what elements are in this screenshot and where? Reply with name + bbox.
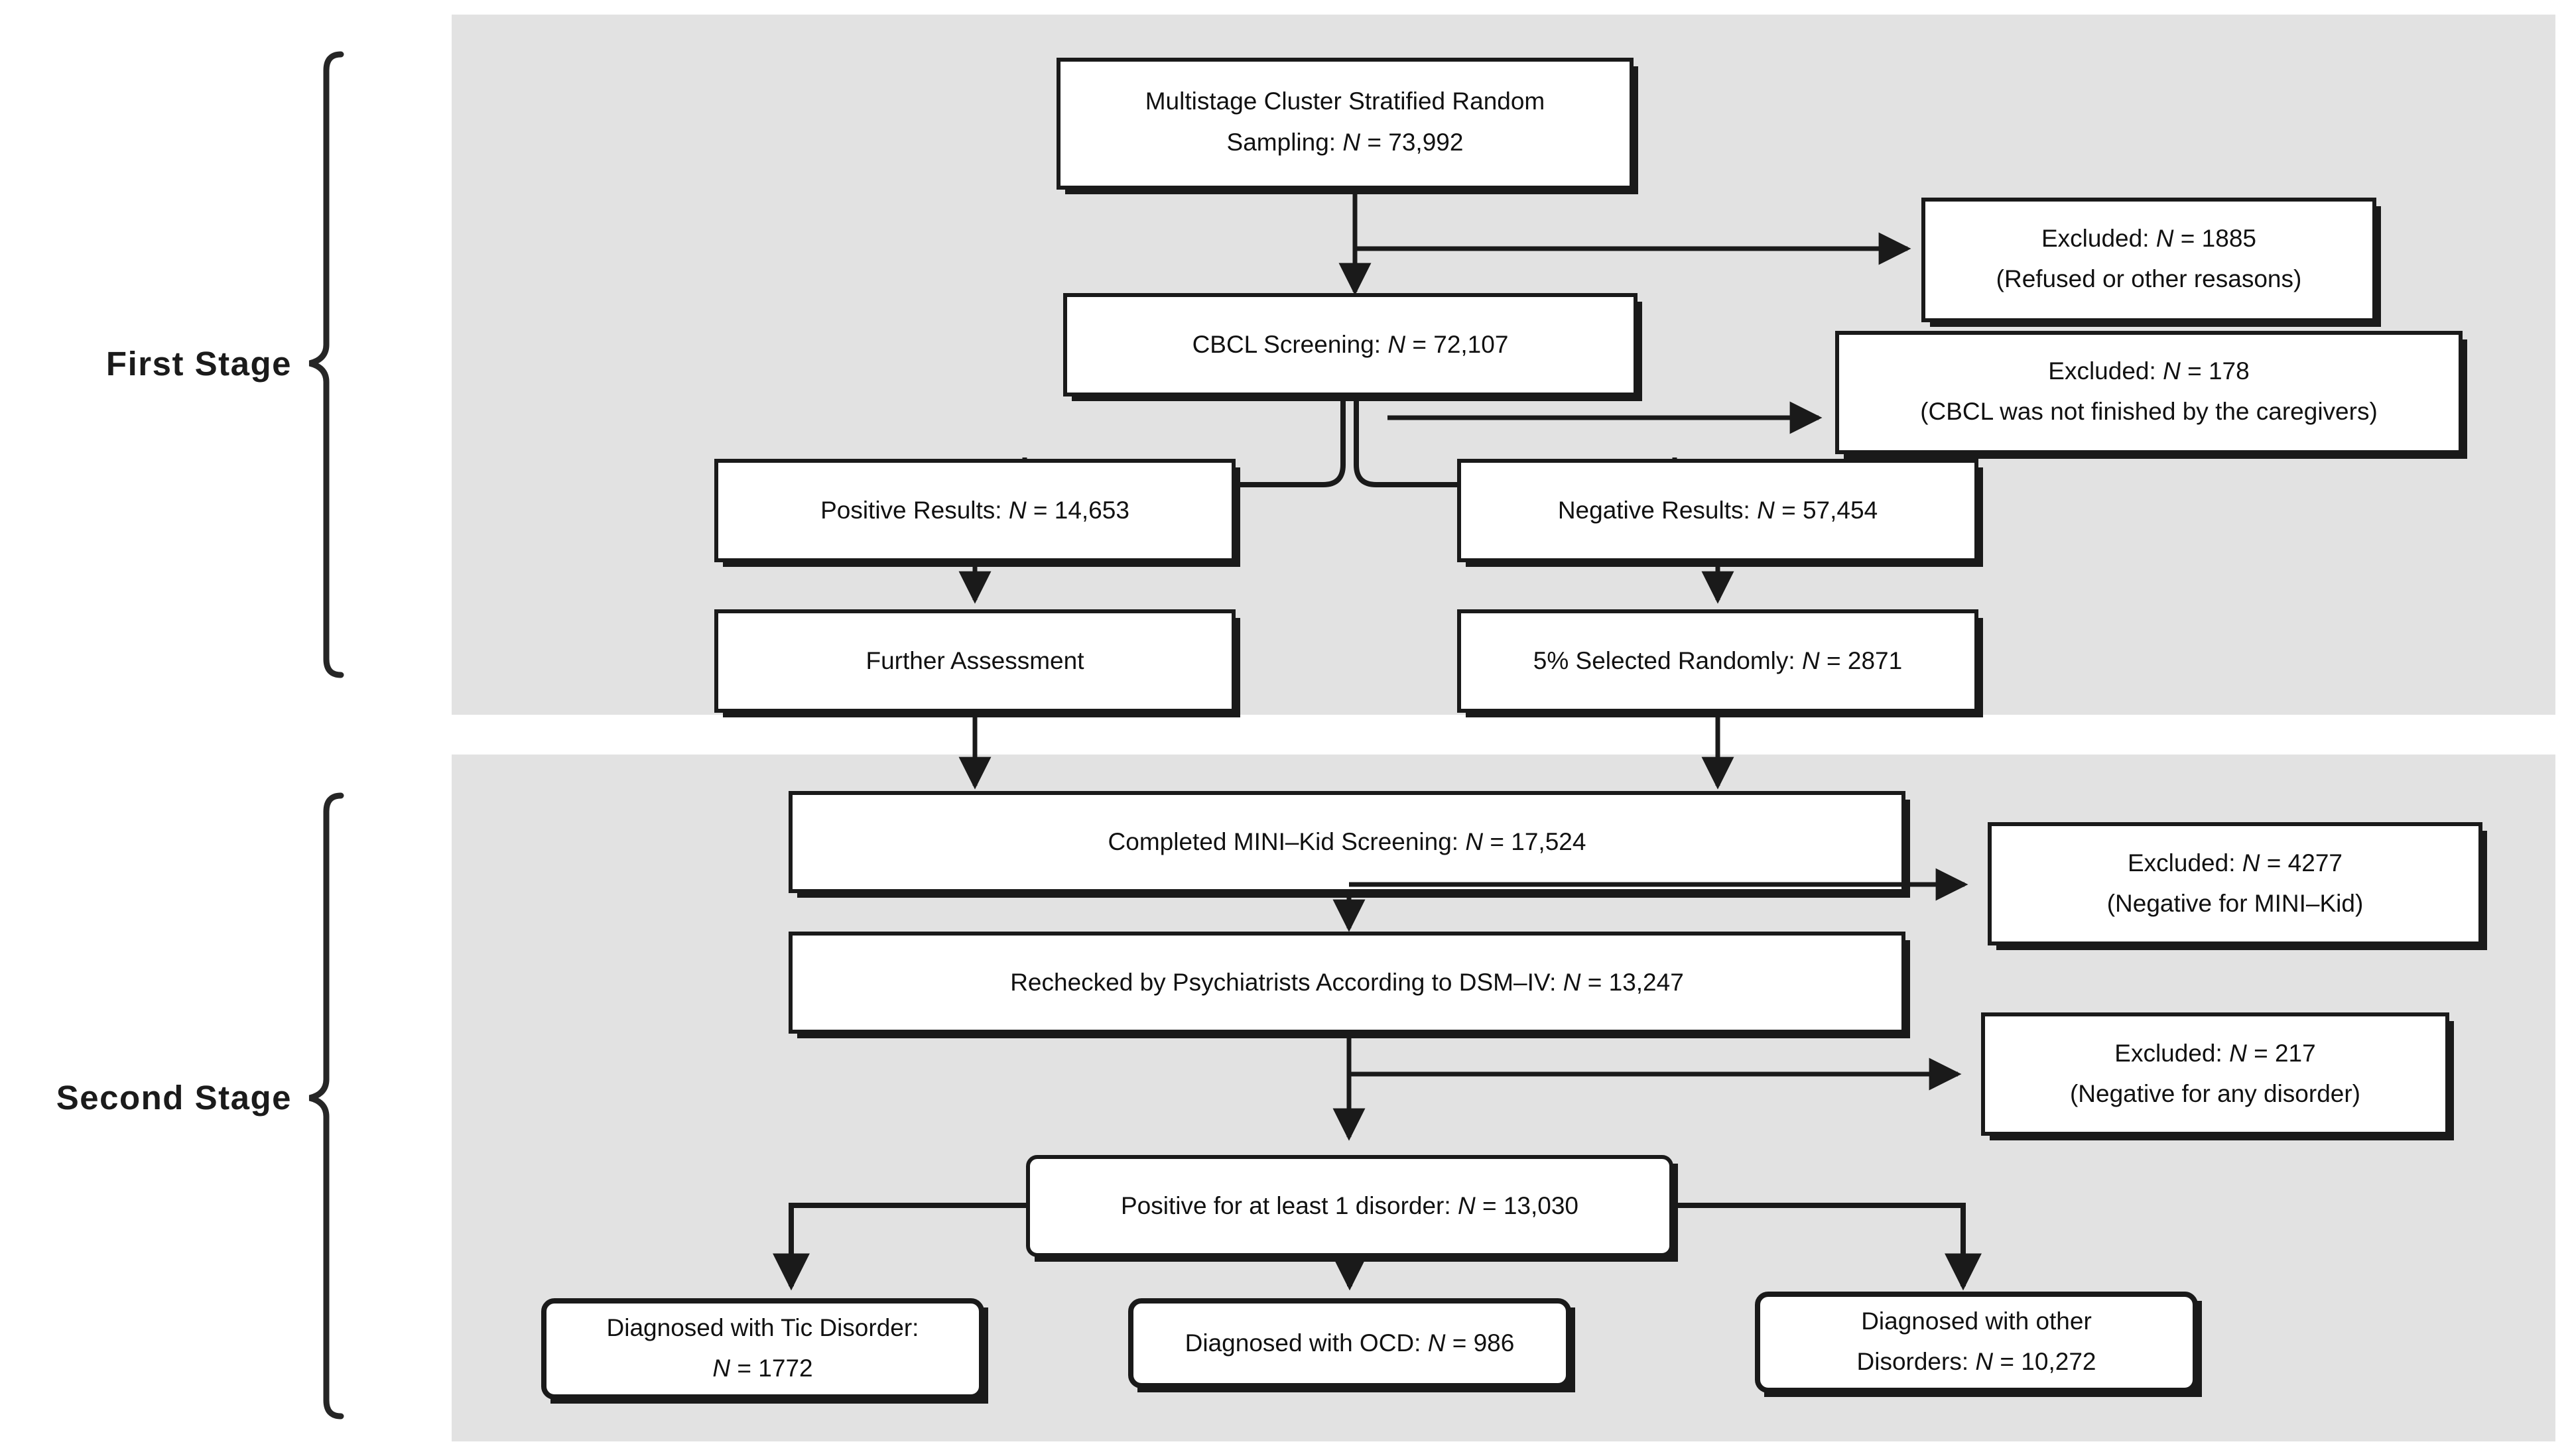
svg-text:Diagnosed with OCD: N = 986: Diagnosed with OCD: N = 986 [1185, 1329, 1515, 1357]
svg-text:Excluded: N = 217: Excluded: N = 217 [2114, 1040, 2315, 1067]
node-ocd-pre: Diagnosed with OCD: [1185, 1329, 1428, 1357]
node-pos1-pre: Positive for at least 1 disorder: [1121, 1192, 1458, 1219]
node-excl-minikid-pre: Excluded: [2128, 849, 2242, 877]
node-negative-pre: Negative Results: [1558, 497, 1757, 524]
svg-text:Excluded: N = 1885: Excluded: N = 1885 [2041, 225, 2256, 252]
node-five-percent-random: 5% Selected Randomly: N = 2871 [1457, 609, 1983, 717]
node-ocd-n: N [1428, 1329, 1446, 1357]
node-positive-post: = 14,653 [1027, 497, 1129, 524]
node-excl-minikid-post: = 4277 [2260, 849, 2343, 877]
node-rechecked-pre: Rechecked by Psychiatrists According to … [1010, 969, 1563, 996]
first-stage-brace [308, 51, 344, 678]
node-sampling-line2-post: = 73,992 [1360, 129, 1463, 156]
node-excl-any-n: N [2229, 1040, 2247, 1067]
node-excluded-cbcl-post: = 178 [2181, 357, 2250, 385]
svg-text:Excluded: N = 178: Excluded: N = 178 [2048, 357, 2249, 385]
node-minikid-screening: Completed MINI–Kid Screening: N = 17,524 [789, 791, 1910, 898]
node-sampling-line2-pre: Sampling: [1227, 129, 1343, 156]
node-cbcl-n: N [1387, 331, 1405, 358]
svg-text:Excluded: N = 4277: Excluded: N = 4277 [2128, 849, 2343, 877]
node-further-line1: Further Assessment [866, 647, 1084, 674]
node-excl-any-line2: (Negative for any disorder) [2070, 1080, 2360, 1107]
node-excluded-refused-line2: (Refused or other resasons) [1996, 265, 2302, 292]
node-other-line1: Diagnosed with other [1861, 1307, 2092, 1335]
edge-pos1-to-other [1671, 1203, 1982, 1291]
node-cbcl-pre: CBCL Screening: [1192, 331, 1388, 358]
node-tic-line1: Diagnosed with Tic Disorder: [607, 1314, 919, 1341]
node-sampling-line1: Multistage Cluster Stratified Random [1145, 88, 1545, 115]
node-cbcl-post: = 72,107 [1405, 331, 1508, 358]
node-excl-minikid-n: N [2242, 849, 2260, 877]
node-diagnosed-other: Diagnosed with other Disorders: N = 10,2… [1755, 1292, 2202, 1397]
node-further-assessment: Further Assessment [714, 609, 1240, 717]
node-excluded-negative-minikid: Excluded: N = 4277 (Negative for MINI–Ki… [1988, 822, 2487, 950]
svg-text:N = 1772: N = 1772 [712, 1355, 812, 1382]
svg-text:Positive Results: N = 14,653: Positive Results: N = 14,653 [820, 497, 1129, 524]
node-excl-minikid-line2: (Negative for MINI–Kid) [2107, 890, 2364, 917]
node-fivepct-n: N [1802, 647, 1820, 674]
node-excl-any-pre: Excluded: [2114, 1040, 2229, 1067]
node-ocd-post: = 986 [1445, 1329, 1514, 1357]
node-excluded-refused-n: N [2156, 225, 2174, 252]
node-negative-post: = 57,454 [1775, 497, 1878, 524]
node-fivepct-post: = 2871 [1820, 647, 1902, 674]
node-sampling: Multistage Cluster Stratified Random Sam… [1057, 58, 1638, 194]
svg-text:Negative Results: N = 57,454: Negative Results: N = 57,454 [1558, 497, 1878, 524]
edge-pos1-to-tic [773, 1203, 1028, 1291]
node-excluded-refused-post: = 1885 [2174, 225, 2256, 252]
node-cbcl-screening: CBCL Screening: N = 72,107 [1063, 293, 1642, 401]
node-excluded-negative-any-disorder: Excluded: N = 217 (Negative for any diso… [1981, 1012, 2454, 1140]
node-positive-at-least-one: Positive for at least 1 disorder: N = 13… [1026, 1155, 1678, 1262]
node-rechecked-dsmiv: Rechecked by Psychiatrists According to … [789, 932, 1910, 1038]
cbcl-split-brace [1022, 398, 1677, 487]
second-stage-brace [308, 792, 344, 1420]
svg-text:Sampling: N = 73,992: Sampling: N = 73,992 [1227, 129, 1464, 156]
node-other-n: N [1975, 1348, 1993, 1375]
node-other-pre: Disorders: [1857, 1348, 1976, 1375]
node-excluded-cbcl-line2: (CBCL was not finished by the caregivers… [1920, 398, 2378, 425]
node-minikid-post: = 17,524 [1483, 828, 1586, 855]
node-minikid-pre: Completed MINI–Kid Screening: [1108, 828, 1466, 855]
node-excluded-refused-pre: Excluded: [2041, 225, 2156, 252]
svg-text:Disorders: N = 10,272: Disorders: N = 10,272 [1857, 1348, 2096, 1375]
node-negative-n: N [1757, 497, 1775, 524]
node-other-post: = 10,272 [1993, 1348, 2096, 1375]
svg-text:5% Selected Randomly: N = 2871: 5% Selected Randomly: N = 2871 [1533, 647, 1902, 674]
node-positive-n: N [1009, 497, 1027, 524]
node-negative-results: Negative Results: N = 57,454 [1457, 459, 1983, 567]
node-minikid-n: N [1465, 828, 1483, 855]
node-excluded-refused: Excluded: N = 1885 (Refused or other res… [1921, 198, 2381, 327]
node-excluded-cbcl-unfinished: Excluded: N = 178 (CBCL was not finished… [1835, 331, 2467, 459]
svg-text:Positive for at least 1 disord: Positive for at least 1 disorder: N = 13… [1121, 1192, 1578, 1219]
node-pos1-n: N [1458, 1192, 1476, 1219]
second-stage-label: Second Stage [56, 1079, 292, 1117]
svg-text:CBCL Screening: N = 72,107: CBCL Screening: N = 72,107 [1192, 331, 1509, 358]
svg-text:Completed MINI–Kid Screening:: Completed MINI–Kid Screening: N = 17,524 [1108, 828, 1586, 855]
node-pos1-post: = 13,030 [1476, 1192, 1578, 1219]
node-rechecked-post: = 13,247 [1580, 969, 1683, 996]
node-tic-n: N [712, 1355, 730, 1382]
node-tic-post: = 1772 [730, 1355, 812, 1382]
node-excluded-cbcl-n: N [2163, 357, 2181, 385]
first-stage-label: First Stage [106, 345, 292, 383]
svg-text:Rechecked by Psychiatrists Acc: Rechecked by Psychiatrists According to … [1010, 969, 1684, 996]
node-positive-results: Positive Results: N = 14,653 [714, 459, 1240, 567]
node-diagnosed-ocd: Diagnosed with OCD: N = 986 [1128, 1298, 1575, 1392]
node-positive-pre: Positive Results: [820, 497, 1009, 524]
node-rechecked-n: N [1563, 969, 1581, 996]
node-sampling-line2-n: N [1342, 129, 1360, 156]
node-excl-any-post: = 217 [2247, 1040, 2316, 1067]
node-fivepct-pre: 5% Selected Randomly: [1533, 647, 1802, 674]
node-diagnosed-tic: Diagnosed with Tic Disorder: N = 1772 [541, 1298, 988, 1404]
node-excluded-cbcl-pre: Excluded: [2048, 357, 2163, 385]
